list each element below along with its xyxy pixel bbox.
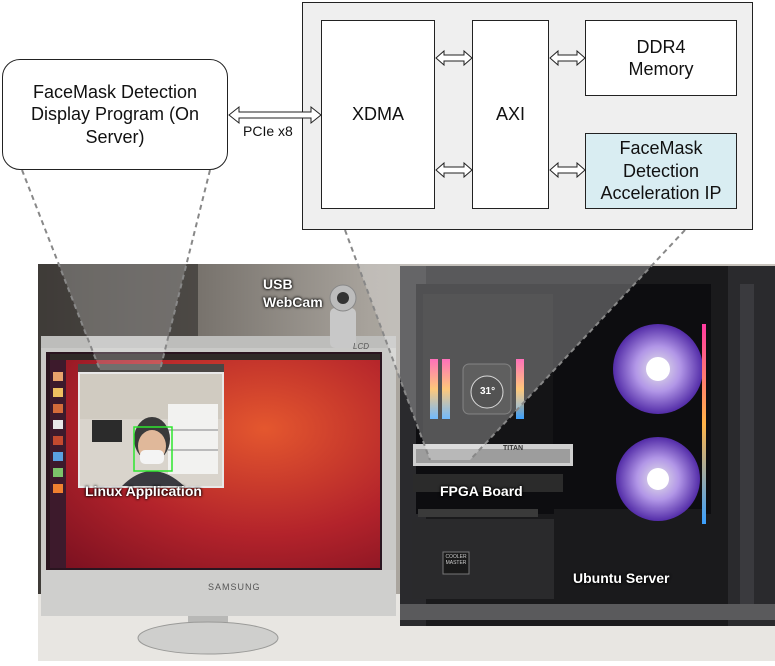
linux-application-label: Linux Application [85, 483, 202, 499]
usb-webcam-label: USB WebCam [263, 276, 323, 310]
gpu-brand: TITAN [503, 445, 524, 452]
monitor-brand-top: LCD [353, 342, 370, 351]
gpu-temp-readout: 31° [480, 386, 496, 397]
connection-arrows [228, 49, 586, 179]
pcie-double-arrow [228, 105, 322, 125]
display-program-box: FaceMask Detection Display Program (On S… [2, 59, 228, 170]
monitor-brand-bottom: SAMSUNG [208, 582, 261, 592]
case-brand: COOLER MASTER [445, 554, 467, 566]
axi-ddr4-arrow [549, 49, 586, 67]
fpga-board-label: FPGA Board [440, 483, 523, 499]
photo-scene [38, 264, 775, 661]
axi-block: AXI [472, 20, 549, 209]
xdma-block: XDMA [321, 20, 435, 209]
xdma-axi-arrow-top [435, 49, 473, 67]
axi-ip-arrow [549, 161, 586, 179]
ubuntu-server-label: Ubuntu Server [573, 570, 670, 586]
setup-photo: LCD SAMSUNG 31° TITAN COOLER MASTER [38, 264, 775, 661]
xdma-axi-arrow-bottom [435, 161, 473, 179]
pcie-link-label: PCIe x8 [243, 123, 293, 139]
facemask-ip-block: FaceMask Detection Acceleration IP [585, 133, 737, 209]
ddr4-memory-block: DDR4 Memory [585, 20, 737, 96]
